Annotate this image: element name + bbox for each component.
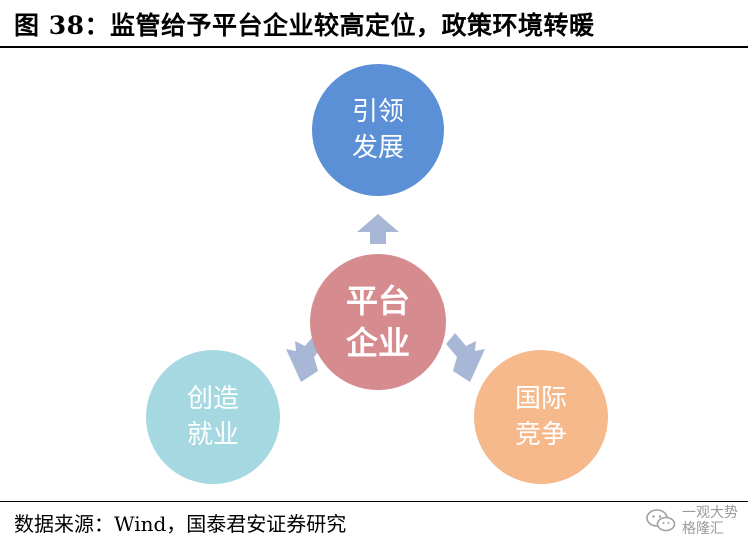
node-top-line1: 引领 — [351, 97, 404, 127]
watermark: 一观大势 格隆汇 — [646, 505, 738, 537]
node-left-line1: 创造 — [186, 384, 239, 414]
arrow-up — [357, 214, 399, 244]
arrow-down-right — [446, 333, 485, 382]
node-top-line2: 发展 — [351, 133, 404, 163]
watermark-line1: 一观大势 — [682, 505, 738, 521]
wechat-icon — [646, 509, 676, 532]
figure-title: 图 38：监管给予平台企业较高定位，政策环境转暖 — [14, 11, 595, 40]
title-divider — [0, 46, 748, 48]
watermark-line2: 格隆汇 — [682, 521, 724, 537]
node-lead-development: 引领 发展 — [312, 64, 444, 196]
node-right-line2: 竞争 — [514, 420, 567, 450]
node-center-line2: 企业 — [345, 324, 410, 362]
node-left-line2: 就业 — [186, 420, 239, 450]
node-create-jobs: 创造 就业 — [146, 350, 280, 484]
node-center-line1: 平台 — [345, 282, 410, 320]
source-note: 数据来源：Wind，国泰君安证券研究 — [14, 512, 347, 536]
source-divider — [0, 501, 748, 502]
node-right-line1: 国际 — [514, 384, 567, 414]
node-platform-enterprise: 平台 企业 — [310, 254, 446, 390]
node-international-competition: 国际 竞争 — [474, 350, 608, 484]
